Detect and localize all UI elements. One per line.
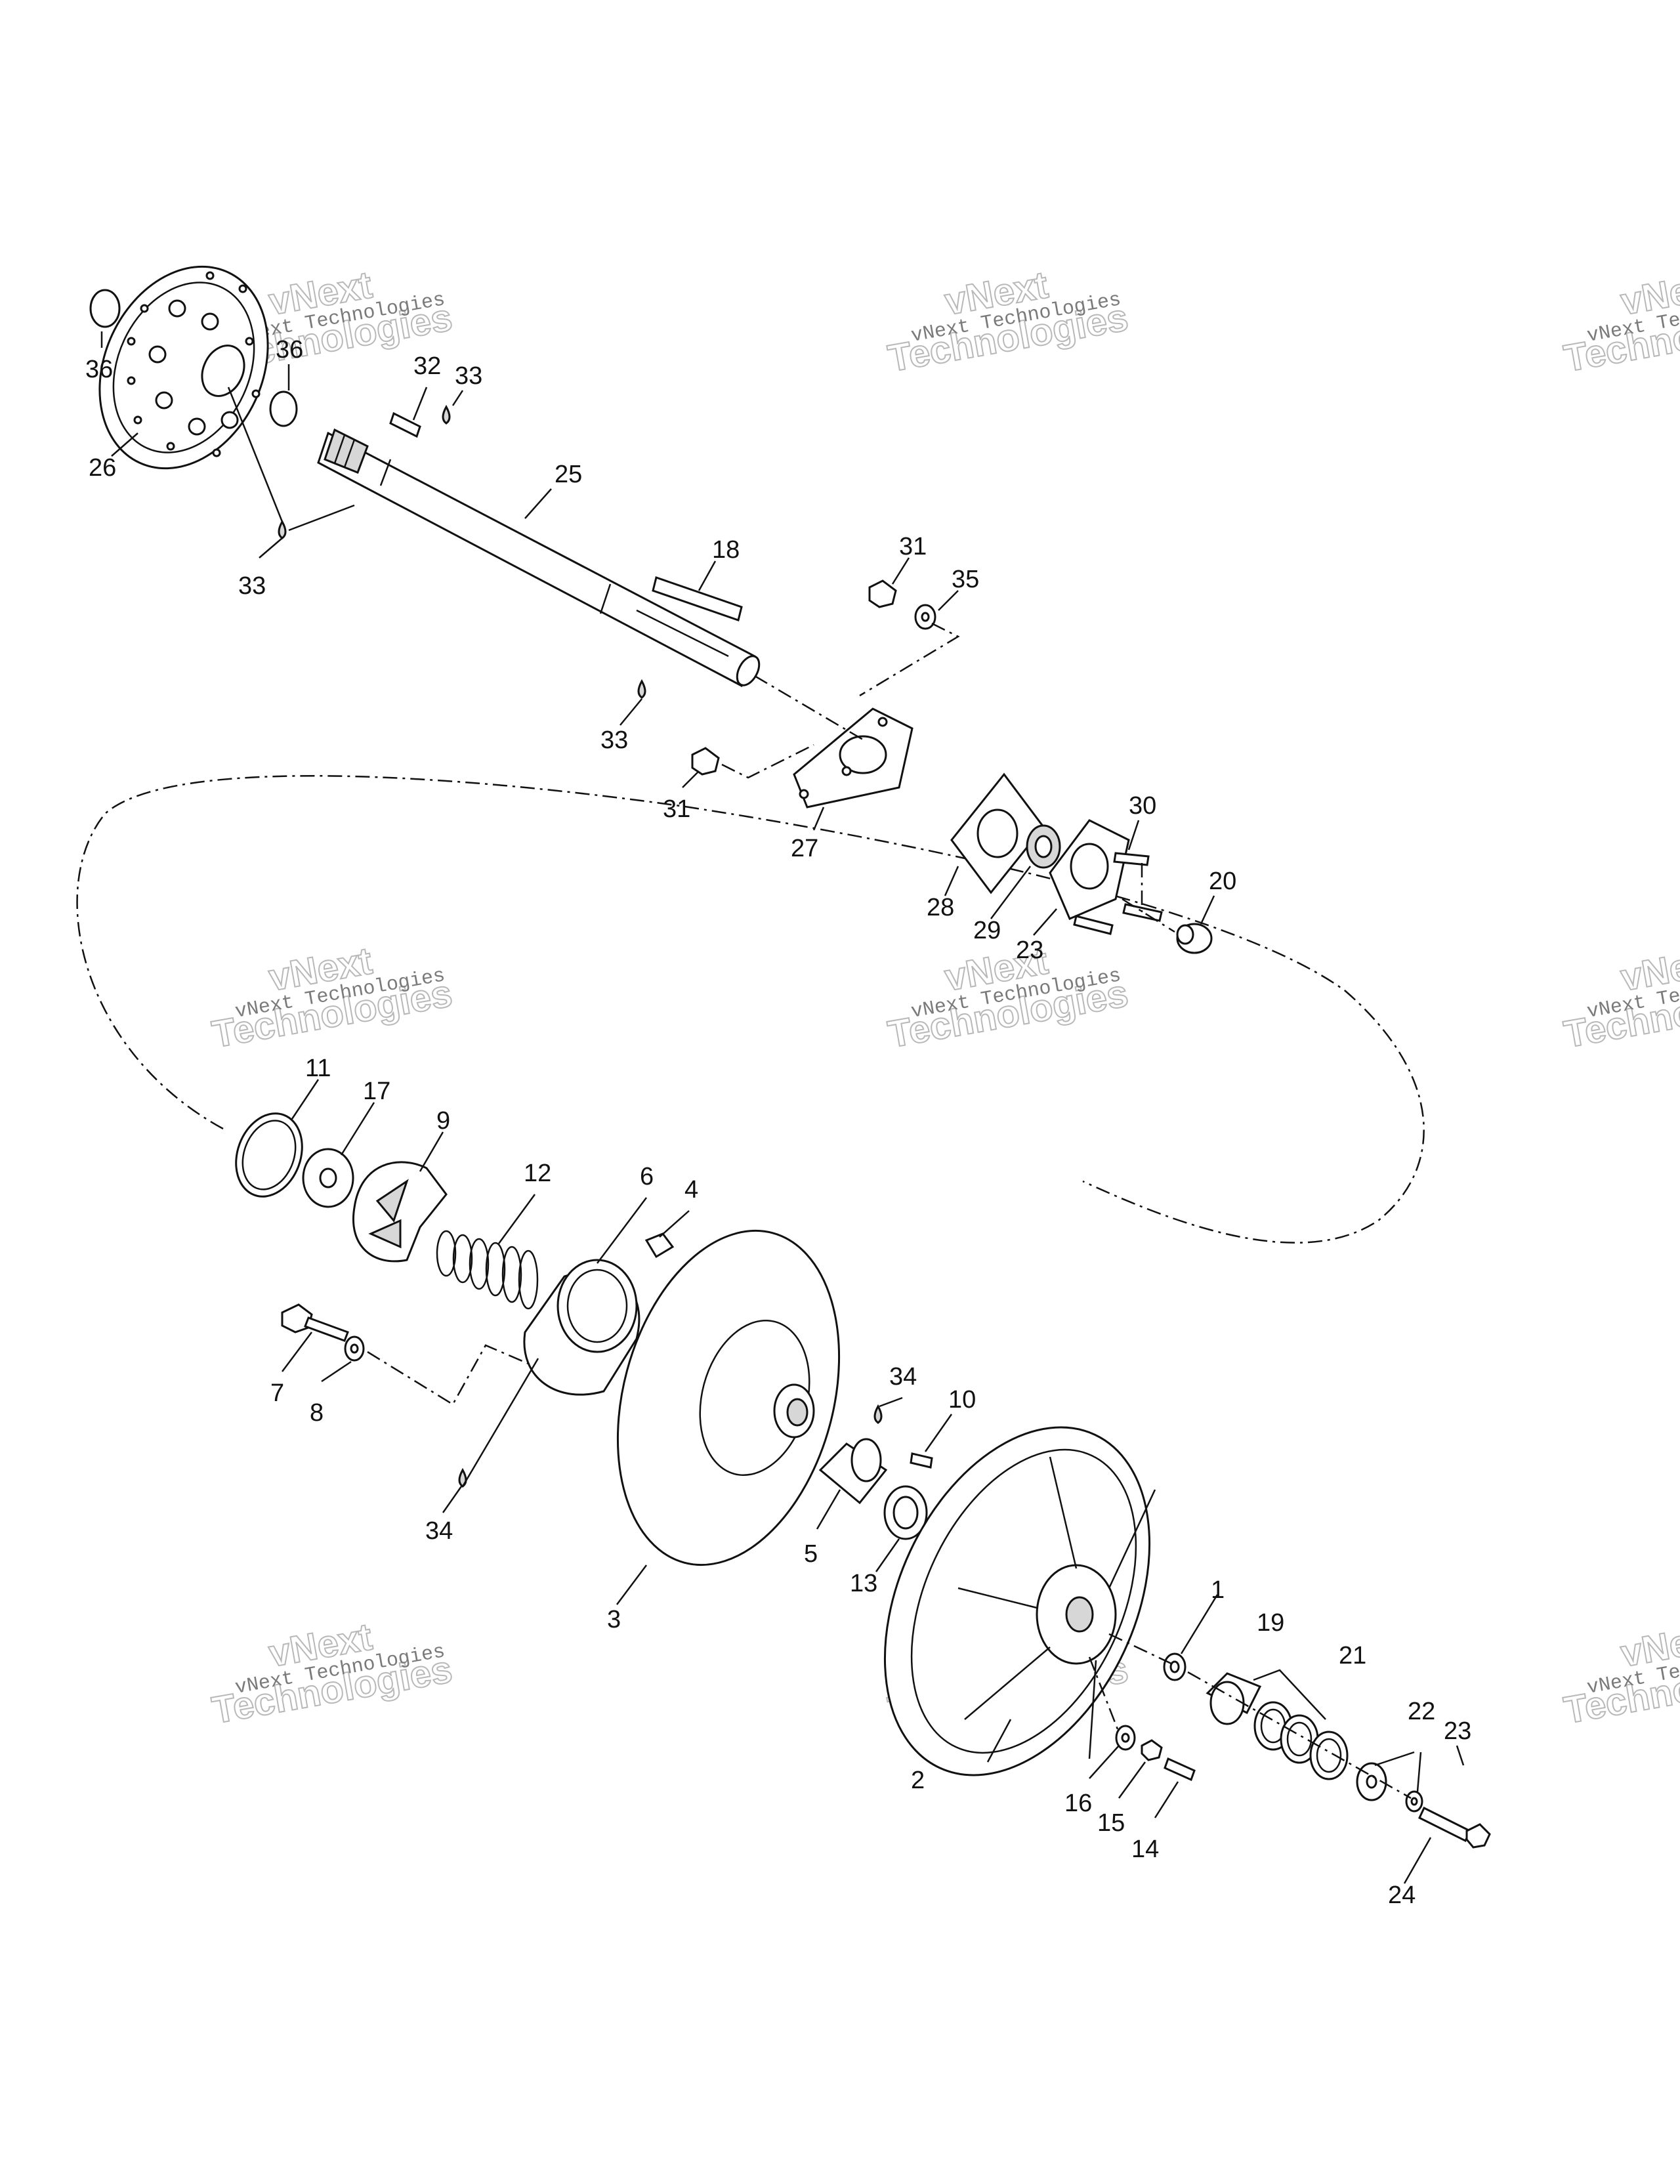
fixed-sheave-3: [616, 1229, 841, 1566]
slider-4: [644, 1232, 675, 1259]
watermark: vNext Technologies vNext Technologies: [885, 938, 1132, 1057]
callout-31: 31: [663, 795, 690, 823]
washer-13: [883, 1485, 928, 1540]
shims-21: [1253, 1701, 1349, 1780]
cam-9: [352, 1161, 448, 1263]
callout-26: 26: [89, 454, 116, 482]
washer-1: [1163, 1652, 1186, 1681]
screw-14: [1164, 1757, 1196, 1782]
drive-belt: [76, 775, 1425, 1244]
callout-34: 34: [889, 1363, 917, 1391]
callout-28: 28: [927, 894, 954, 921]
grease-drop-icon: [873, 1404, 883, 1424]
o-ring-right: [269, 390, 298, 427]
callout-13: 13: [850, 1570, 877, 1597]
retaining-ring: [235, 1112, 303, 1198]
nut-15: [1141, 1739, 1163, 1761]
watermark: vNext Technologies vNext Technologies: [209, 938, 456, 1057]
callout-12: 12: [524, 1160, 551, 1187]
washer-22: [1356, 1762, 1387, 1801]
callout-29: 29: [973, 917, 1001, 944]
callout-5: 5: [804, 1540, 818, 1568]
callout-3: 3: [607, 1606, 621, 1633]
callout-labels: 36 36 26 32 33 25 33 18 31 35 33 31 27 3…: [85, 336, 1471, 1909]
bearing-flange: [793, 707, 914, 808]
watermark: vNext Technologies vNext Technologies: [209, 1614, 456, 1732]
key-small: [389, 411, 421, 438]
callout-2: 2: [911, 1767, 925, 1794]
grease-drop-icon: [637, 679, 646, 699]
bolt-30: [1113, 852, 1150, 866]
callout-16: 16: [1064, 1790, 1092, 1817]
grease-drop-icon: [442, 404, 451, 425]
bearing-plate: [950, 772, 1045, 894]
callout-25: 25: [555, 461, 582, 488]
leader-lines: [100, 331, 1465, 1884]
bolt-30b: [1122, 903, 1163, 922]
callout-24: 24: [1388, 1881, 1416, 1909]
washer-8: [344, 1335, 365, 1362]
callout-20: 20: [1209, 868, 1236, 895]
callout-15: 15: [1097, 1809, 1125, 1837]
callout-21: 21: [1339, 1642, 1366, 1670]
washer-35: [914, 604, 936, 630]
nut-31-bottom: [691, 747, 720, 776]
bolt-7: [281, 1303, 349, 1342]
bushing-5: [818, 1438, 888, 1505]
callout-31: 31: [899, 533, 927, 560]
callout-23: 23: [1016, 936, 1043, 964]
callout-33: 33: [238, 572, 266, 600]
callout-35: 35: [952, 566, 979, 593]
callout-30: 30: [1129, 792, 1156, 820]
washer-23: [1405, 1790, 1423, 1813]
callout-18: 18: [712, 536, 740, 564]
callout-23: 23: [1444, 1717, 1471, 1745]
callout-34: 34: [425, 1517, 453, 1545]
callout-6: 6: [640, 1163, 654, 1190]
callout-4: 4: [684, 1176, 698, 1204]
spring-12: [436, 1230, 539, 1310]
callout-9: 9: [436, 1107, 450, 1135]
o-ring-left: [89, 289, 121, 328]
washer-17: [302, 1148, 354, 1208]
grease-drop-icon: [278, 519, 287, 539]
ball-bearing: [1026, 824, 1061, 869]
callout-11: 11: [305, 1055, 331, 1082]
driven-shaft: [317, 428, 761, 688]
callout-27: 27: [791, 835, 818, 862]
key-long: [652, 576, 743, 621]
callout-33: 33: [455, 362, 482, 390]
callout-10: 10: [948, 1386, 976, 1414]
watermark: vNext Technologies vNext Technologies: [885, 262, 1132, 381]
spacer-19: [1206, 1672, 1262, 1725]
callout-36: 36: [276, 336, 303, 364]
nut-31-top: [868, 579, 897, 608]
callout-1: 1: [1211, 1576, 1225, 1604]
spacer-20: [1176, 923, 1213, 954]
callout-14: 14: [1131, 1836, 1159, 1863]
bolt-24: [1418, 1806, 1491, 1849]
watermark: vNext Technologies vNext Technologies: [1561, 938, 1680, 1057]
watermark: vNext Technologies vNext Technologies: [1561, 262, 1680, 381]
callout-8: 8: [310, 1399, 324, 1427]
watermark: vNext Technologies vNext Technologies: [1561, 1614, 1680, 1732]
callout-33: 33: [600, 726, 628, 754]
callout-7: 7: [270, 1379, 284, 1407]
callout-32: 32: [413, 352, 441, 380]
ramp-6: [523, 1259, 640, 1396]
bolt-23: [1073, 915, 1114, 935]
washer-16: [1115, 1725, 1136, 1751]
callout-36: 36: [85, 356, 113, 383]
bearing-flange-outer: [1049, 819, 1130, 920]
callout-19: 19: [1257, 1609, 1284, 1637]
movable-sheave-2: [883, 1426, 1156, 1776]
callout-17: 17: [363, 1078, 390, 1105]
pin-10: [910, 1452, 933, 1469]
brake-disc: [98, 265, 269, 470]
callout-22: 22: [1408, 1698, 1435, 1725]
